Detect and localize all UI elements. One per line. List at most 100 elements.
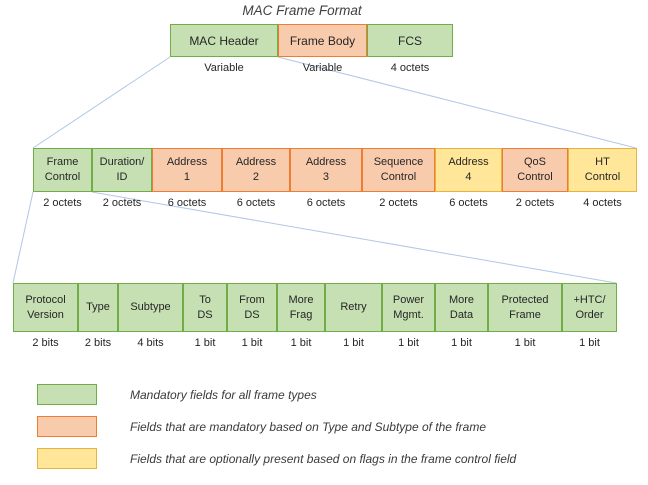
field-box: +HTC/ Order <box>562 283 617 332</box>
field-size: 1 bit <box>579 337 600 349</box>
field-mac-header: MAC Header Variable <box>170 24 278 74</box>
field-htc-order: +HTC/ Order 1 bit <box>562 283 617 349</box>
field-size: 1 bit <box>514 337 536 349</box>
field-box: More Data <box>435 283 488 332</box>
field-label: From DS <box>239 293 265 321</box>
field-label: More Frag <box>288 293 314 321</box>
field-label: Subtype <box>130 301 171 313</box>
frame-control-row: Protocol Version 2 bits Type 2 bits Subt… <box>13 283 617 349</box>
field-label: FCS <box>398 33 422 48</box>
field-sequence-control: Sequence Control 2 octets <box>362 148 435 209</box>
field-box: To DS <box>183 283 227 332</box>
field-address-3: Address 3 6 octets <box>290 148 362 209</box>
field-box: Frame Body <box>278 24 367 57</box>
field-from-ds: From DS 1 bit <box>227 283 277 349</box>
field-more-frag: More Frag 1 bit <box>277 283 325 349</box>
field-label: +HTC/ Order <box>573 293 606 321</box>
mac-header-row: Frame Control 2 octets Duration/ ID 2 oc… <box>33 148 637 209</box>
field-size: 2 bits <box>84 337 112 349</box>
field-box: HT Control <box>568 148 637 192</box>
field-label: HT Control <box>584 156 621 183</box>
field-box: Address 1 <box>152 148 222 192</box>
field-size: 4 octets <box>390 62 430 74</box>
field-size: 6 octets <box>167 197 207 209</box>
field-size: 1 bit <box>241 337 263 349</box>
field-size: 2 bits <box>32 337 59 349</box>
field-size: 1 bit <box>343 337 364 349</box>
legend-swatch-orange <box>37 416 97 437</box>
field-size: 1 bit <box>398 337 419 349</box>
field-label: Duration/ ID <box>99 156 145 183</box>
field-label: Sequence Control <box>373 156 424 183</box>
field-box: Power Mgmt. <box>382 283 435 332</box>
field-box: Address 2 <box>222 148 290 192</box>
field-protocol-version: Protocol Version 2 bits <box>13 283 78 349</box>
field-label: Address 4 <box>448 156 489 183</box>
legend-swatch-green <box>37 384 97 405</box>
field-label: To DS <box>197 293 213 321</box>
field-protected-frame: Protected Frame 1 bit <box>488 283 562 349</box>
field-box: Sequence Control <box>362 148 435 192</box>
field-box: QoS Control <box>502 148 568 192</box>
field-label: Address 1 <box>166 156 208 183</box>
field-size: 2 octets <box>379 197 418 209</box>
field-label: Protected Frame <box>501 293 549 321</box>
field-label: Frame Body <box>289 33 356 48</box>
field-label: Address 2 <box>235 156 277 183</box>
field-size: 4 octets <box>583 197 622 209</box>
field-label: Retry <box>340 301 367 313</box>
field-address-4: Address 4 6 octets <box>435 148 502 209</box>
field-box: Protocol Version <box>13 283 78 332</box>
field-box: Frame Control <box>33 148 92 192</box>
field-size: 4 bits <box>137 337 164 349</box>
field-box: Address 4 <box>435 148 502 192</box>
field-qos-control: QoS Control 2 octets <box>502 148 568 209</box>
field-label: Frame Control <box>44 156 81 183</box>
field-size: 2 octets <box>515 197 555 209</box>
field-ht-control: HT Control 4 octets <box>568 148 637 209</box>
field-label: MAC Header <box>189 33 259 48</box>
field-box: Duration/ ID <box>92 148 152 192</box>
field-box: Protected Frame <box>488 283 562 332</box>
field-subtype: Subtype 4 bits <box>118 283 183 349</box>
field-size: 6 octets <box>306 197 346 209</box>
field-size: 1 bit <box>451 337 472 349</box>
field-frame-control: Frame Control 2 octets <box>33 148 92 209</box>
field-box: Type <box>78 283 118 332</box>
field-duration-id: Duration/ ID 2 octets <box>92 148 152 209</box>
field-fcs: FCS 4 octets <box>367 24 453 74</box>
legend-item-optional: Fields that are optionally present based… <box>37 448 516 469</box>
connector-line-fc-left <box>12 191 34 284</box>
field-more-data: More Data 1 bit <box>435 283 488 349</box>
field-frame-body: Frame Body Variable <box>278 24 367 74</box>
field-type: Type 2 bits <box>78 283 118 349</box>
field-box: Retry <box>325 283 382 332</box>
field-power-mgmt: Power Mgmt. 1 bit <box>382 283 435 349</box>
field-box: More Frag <box>277 283 325 332</box>
field-label: Type <box>86 301 110 313</box>
field-address-2: Address 2 6 octets <box>222 148 290 209</box>
field-size: 2 octets <box>43 197 82 209</box>
legend-item-mandatory: Mandatory fields for all frame types <box>37 384 317 405</box>
diagram-title: MAC Frame Format <box>242 3 362 18</box>
field-label: Address 3 <box>305 156 347 183</box>
field-label: QoS Control <box>517 156 553 183</box>
legend-label: Fields that are optionally present based… <box>130 451 517 466</box>
legend-item-type-subtype: Fields that are mandatory based on Type … <box>37 416 486 437</box>
field-box: MAC Header <box>170 24 278 57</box>
field-label: More Data <box>448 293 475 321</box>
field-box: Subtype <box>118 283 183 332</box>
field-size: Variable <box>302 62 343 74</box>
field-retry: Retry 1 bit <box>325 283 382 349</box>
field-label: Power Mgmt. <box>392 293 425 321</box>
field-size: 1 bit <box>290 337 312 349</box>
field-size: 1 bit <box>194 337 216 349</box>
legend-label: Fields that are mandatory based on Type … <box>130 419 486 434</box>
legend-label: Mandatory fields for all frame types <box>130 387 317 402</box>
field-size: 2 octets <box>102 197 142 209</box>
connector-line-header-left <box>32 56 171 149</box>
field-size: 6 octets <box>236 197 276 209</box>
field-box: FCS <box>367 24 453 57</box>
field-to-ds: To DS 1 bit <box>183 283 227 349</box>
